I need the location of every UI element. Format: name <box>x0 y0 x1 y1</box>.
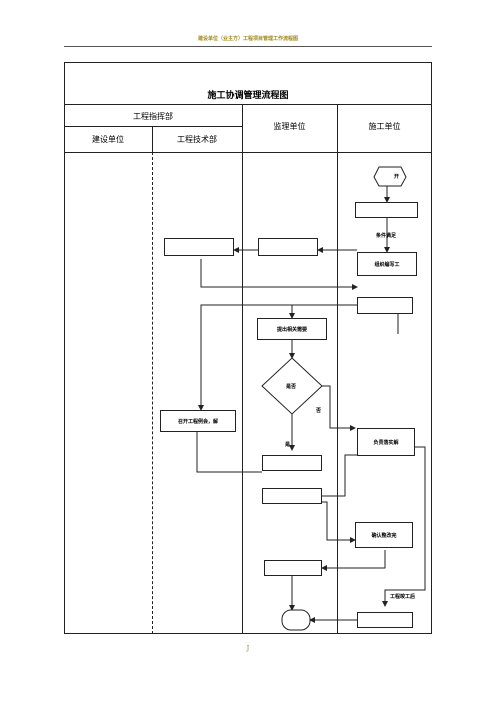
page-header: 建设单位（业主方）工程项目管理工作流程图 <box>197 36 298 42</box>
col-divider-owner-tech-head <box>152 126 153 152</box>
supervisor-box3 <box>264 560 322 576</box>
title-row-divider <box>64 104 432 105</box>
contractor-responsible-text: 负责落实解 <box>373 439 399 446</box>
arrow-decision-no <box>322 385 356 431</box>
arrow-submit-to-raise <box>289 304 357 319</box>
contractor-responsible-box: 负责落实解 <box>357 428 415 456</box>
supervisor-review-box <box>258 238 318 256</box>
supervisor-box1 <box>262 455 322 471</box>
decision-label: 是否 <box>286 384 297 390</box>
start-label: 开 <box>394 174 400 180</box>
tech-meeting-text: 召开工程例会，解 <box>177 418 218 425</box>
contractor-compile-box: 组织编写工 <box>357 252 417 276</box>
contractor-last-box <box>357 612 413 628</box>
arrow-responsible-right <box>382 446 426 607</box>
column-header-contractor: 施工单位 <box>368 122 401 131</box>
header-row-divider <box>64 152 432 153</box>
arrow-box2-to-confirm <box>322 501 356 543</box>
tech-meeting-box: 召开工程例会，解 <box>160 410 236 432</box>
arrow-responsible-to-box1 <box>322 454 357 497</box>
column-header-owner: 建设单位 <box>92 135 124 144</box>
column-header-command: 工程指挥部 <box>133 112 173 121</box>
page-footer: J <box>246 645 250 652</box>
decision-yes-label: 是 <box>285 442 291 448</box>
start-terminal <box>373 166 407 187</box>
col-divider-supervisor <box>242 104 243 634</box>
column-header-supervisor: 监理单位 <box>273 122 306 131</box>
contractor-confirm-box: 确认整改完 <box>355 522 413 548</box>
column-header-tech: 工程技术部 <box>177 135 217 144</box>
arrow-meeting-to-box1 <box>196 432 262 473</box>
decision-no-label: 否 <box>316 408 322 414</box>
contractor-compile-text: 组织编写工 <box>374 261 400 268</box>
contractor-finish-label: 工程竣工后 <box>390 594 416 600</box>
arrow-confirm-to-box3 <box>321 550 386 571</box>
command-subheader-divider <box>64 126 242 127</box>
supervisor-box2 <box>262 488 322 504</box>
tech-review-box <box>164 238 234 256</box>
supervisor-raise-text: 提出相关需要 <box>276 326 307 333</box>
contractor-submit-box <box>357 297 413 314</box>
contractor-confirm-text: 确认整改完 <box>371 532 397 539</box>
header-rule <box>64 46 432 47</box>
arrow-tech-to-submit <box>200 259 358 290</box>
supervisor-raise-box: 提出相关需要 <box>257 318 327 340</box>
arrow-submit-to-meeting <box>198 304 357 411</box>
col-divider-owner-tech-dashed <box>152 152 153 634</box>
end-terminal <box>281 609 311 631</box>
condition-label: 条件满足 <box>376 233 397 239</box>
contractor-step1-box <box>355 202 418 218</box>
decision-diamond <box>261 357 323 415</box>
flowchart-frame <box>64 62 432 634</box>
col-divider-contractor <box>337 104 338 634</box>
diagram-title: 施工协调管理流程图 <box>207 91 289 101</box>
